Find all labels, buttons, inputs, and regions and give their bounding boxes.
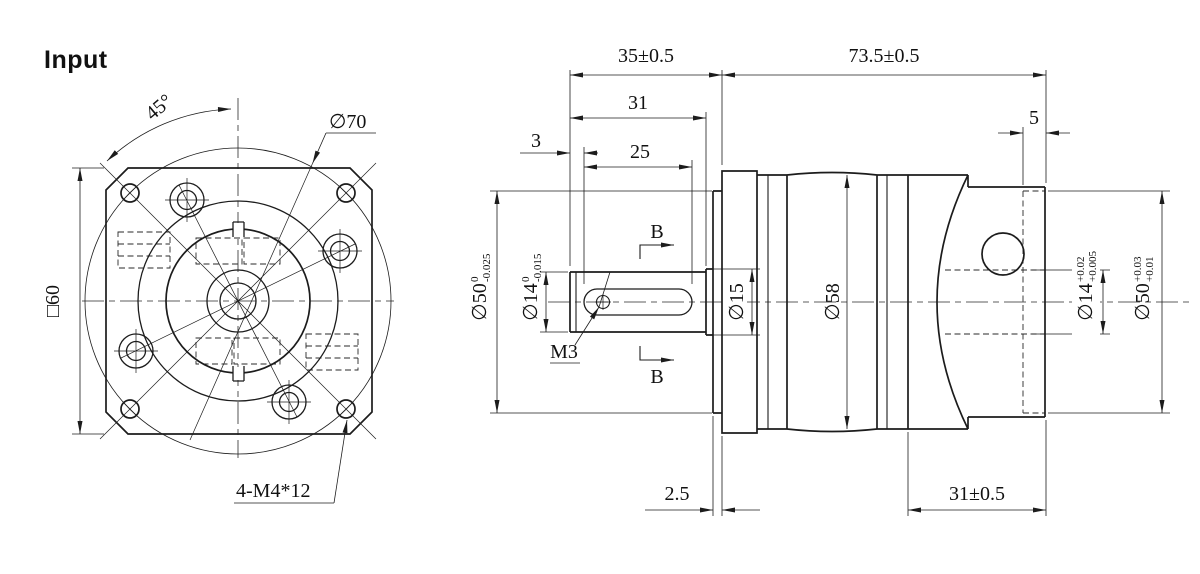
dia50-front-value: ∅50 bbox=[469, 283, 491, 320]
angle-45-label: 45° bbox=[141, 90, 177, 125]
dia50-rear-lower-tol: +0.01 bbox=[1144, 257, 1156, 282]
dia58-label-group: ∅58 bbox=[822, 283, 844, 320]
notch-halo-top bbox=[233, 223, 244, 236]
gearbox-secondary-lines bbox=[575, 175, 888, 429]
extension-lines bbox=[490, 70, 1170, 516]
square-60-label: □60 bbox=[42, 285, 64, 317]
shaft-circle bbox=[206, 269, 270, 333]
dia58-value: ∅58 bbox=[822, 283, 844, 320]
dia15-value: ∅15 bbox=[726, 283, 748, 320]
dia14-rear-label-halo bbox=[1072, 242, 1100, 337]
counterbore-hole bbox=[271, 384, 307, 420]
front-centerlines bbox=[82, 98, 394, 458]
angle-45-arc bbox=[106, 107, 232, 162]
dia15-label-group: ∅15 bbox=[726, 283, 748, 320]
section-b-lower-mark bbox=[639, 346, 674, 363]
section-b-upper-mark bbox=[639, 242, 674, 259]
dia70-label: ∅70 bbox=[329, 111, 366, 133]
dia14-front-upper-tol: 0 bbox=[520, 276, 532, 282]
dia14-rear-value: ∅14 bbox=[1075, 283, 1097, 320]
dia14-front-lower-tol: -0.015 bbox=[532, 253, 544, 282]
rear-side-hole bbox=[981, 232, 1025, 276]
dim-31-bottom-label: 31±0.5 bbox=[949, 483, 1005, 505]
dia50-front-upper-tol: 0 bbox=[469, 276, 481, 282]
dim-25-label: 25 bbox=[630, 141, 650, 163]
dia50-rear-label-group: ∅50 +0.03 +0.01 bbox=[1132, 256, 1156, 321]
side-view: 35±0.5 73.5±0.5 31 25 3 5 2.5 31±0.5 M3 … bbox=[469, 45, 1192, 516]
dia15-label-halo bbox=[725, 276, 747, 328]
counterbore-hole bbox=[278, 391, 300, 413]
counterbore-holes bbox=[118, 182, 358, 420]
dim-31-top-label: 31 bbox=[628, 92, 648, 114]
dia14-front-value: ∅14 bbox=[520, 283, 542, 320]
counterbore-hole bbox=[169, 182, 205, 218]
front-hidden-slots bbox=[117, 231, 359, 371]
center-bore-circle bbox=[219, 282, 257, 320]
gearbox-outline bbox=[569, 170, 1046, 434]
dia50-rear-upper-tol: +0.03 bbox=[1132, 256, 1144, 282]
dia14-front-label-group: ∅14 0 -0.015 bbox=[520, 253, 544, 321]
m3-leader-arrow bbox=[574, 306, 600, 346]
tapped-hole bbox=[120, 399, 140, 419]
counterbore-hole bbox=[118, 333, 154, 369]
counterbore-hole bbox=[176, 189, 198, 211]
register-circle bbox=[137, 200, 339, 402]
counterbore-hole bbox=[125, 340, 147, 362]
dia50-front-lower-tol: -0.025 bbox=[481, 253, 493, 282]
dia14-rear-upper-tol: +0.02 bbox=[1075, 257, 1087, 282]
tapped-hole bbox=[336, 399, 356, 419]
dia70-leader bbox=[312, 132, 327, 164]
keyway-slot bbox=[583, 288, 693, 316]
m3-label: M3 bbox=[550, 341, 578, 363]
rear-bore-hidden-lines bbox=[945, 190, 1045, 414]
bolt-circle-70 bbox=[84, 147, 392, 455]
counterbore-hole bbox=[329, 240, 351, 262]
dim-35-label: 35±0.5 bbox=[618, 45, 674, 67]
view-title: Input bbox=[44, 46, 108, 74]
keyway-notches bbox=[232, 221, 245, 382]
dim-5-label: 5 bbox=[1029, 107, 1039, 129]
tapped-hole bbox=[120, 183, 140, 203]
dia14-rear-lower-tol: +0.005 bbox=[1087, 251, 1099, 282]
m3-hole-ticks bbox=[595, 294, 611, 310]
section-b-upper-label: B bbox=[650, 221, 663, 243]
dim-2-5-label: 2.5 bbox=[665, 483, 690, 505]
dia14-rear-label-group: ∅14 +0.02 +0.005 bbox=[1075, 251, 1099, 321]
square-60-label-group: □60 bbox=[42, 285, 64, 317]
dim-3-label: 3 bbox=[531, 130, 541, 152]
thread-callout-leader bbox=[333, 419, 348, 504]
section-b-lower-label: B bbox=[650, 366, 663, 388]
notch-halo-bottom bbox=[233, 367, 244, 380]
dia50-front-label-group: ∅50 0 -0.025 bbox=[469, 253, 493, 321]
front-view: Input 45° ∅70 □60 4-M4*12 bbox=[42, 46, 394, 504]
angle-45-label-group: 45° bbox=[141, 90, 177, 125]
square-flange-outline bbox=[105, 167, 373, 435]
counterbore-hole bbox=[322, 233, 358, 269]
dim-73-5-label: 73.5±0.5 bbox=[849, 45, 920, 67]
dia50-rear-value: ∅50 bbox=[1132, 283, 1154, 320]
tapped-hole bbox=[336, 183, 356, 203]
thread-callout-label: 4-M4*12 bbox=[236, 480, 310, 502]
corner-tapped-holes bbox=[120, 183, 356, 419]
